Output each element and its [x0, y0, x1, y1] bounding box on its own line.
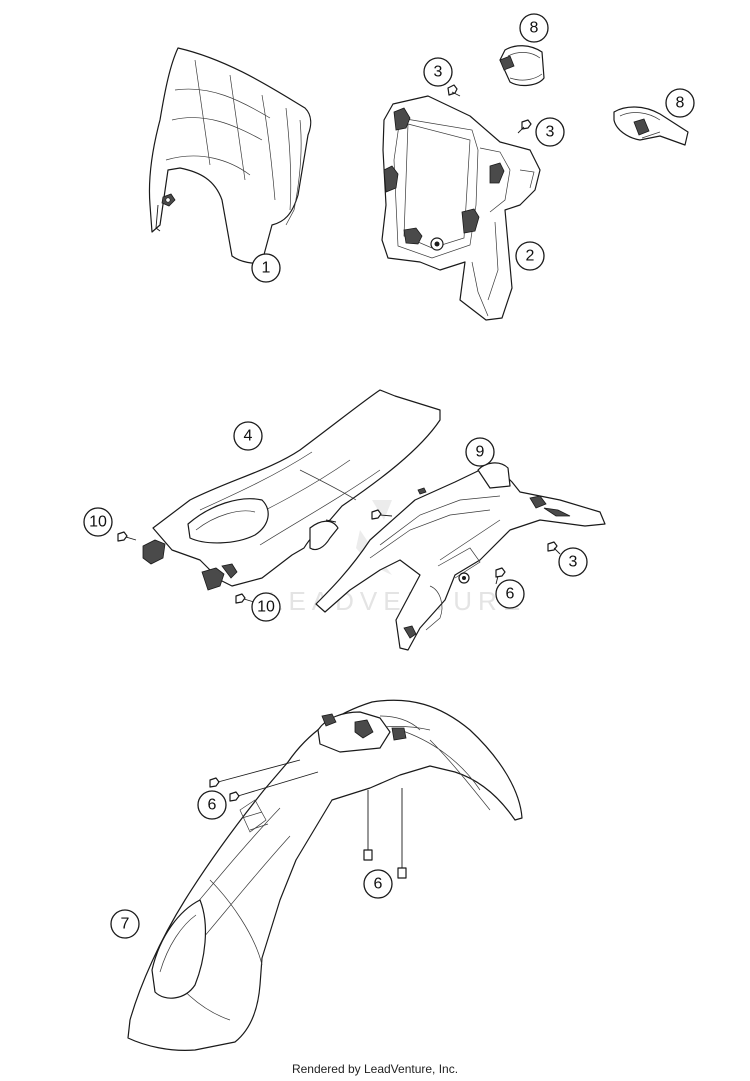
- callout-6b: 6: [197, 790, 227, 820]
- screw-6c: [363, 788, 407, 879]
- screw-3b: [517, 119, 532, 134]
- screw-6a: [495, 567, 506, 585]
- callout-6c-label: 6: [374, 876, 383, 893]
- rear-fender: [142, 389, 441, 591]
- screw-9-top: [371, 509, 393, 520]
- callout-6b-label: 6: [208, 797, 217, 814]
- screw-10a: [117, 531, 137, 542]
- headlight-bracket: [381, 95, 541, 321]
- screw-3a: [447, 84, 461, 97]
- callout-6c: 6: [363, 869, 393, 899]
- front-fender: [127, 699, 523, 1051]
- callout-9-label: 9: [476, 444, 485, 461]
- callout-6a: 6: [495, 579, 525, 609]
- callout-3b-label: 3: [546, 124, 555, 141]
- callout-10b: 10: [251, 592, 281, 622]
- callout-8a-label: 8: [530, 20, 539, 37]
- callout-10b-label: 10: [257, 599, 275, 616]
- callout-8a: 8: [519, 13, 549, 43]
- watermark-text: LEADVENTURE: [268, 586, 526, 616]
- callout-1: 1: [251, 253, 281, 283]
- callout-3c-label: 3: [569, 554, 578, 571]
- callout-3b: 3: [535, 117, 565, 147]
- callout-10a: 10: [83, 507, 113, 537]
- callout-3c: 3: [558, 547, 588, 577]
- callout-7: 7: [110, 909, 140, 939]
- callout-2: 2: [515, 241, 545, 271]
- callout-6a-label: 6: [506, 586, 515, 603]
- callout-8b-label: 8: [676, 95, 685, 112]
- screw-3c: [547, 541, 561, 555]
- callout-1-label: 1: [262, 260, 271, 277]
- callout-2-label: 2: [526, 248, 535, 265]
- callout-3a: 3: [423, 57, 453, 87]
- clamp-8a: [499, 45, 545, 87]
- clamp-8b: [613, 106, 689, 146]
- callout-7-label: 7: [121, 916, 130, 933]
- callout-4-label: 4: [244, 428, 253, 445]
- screw-10b: [235, 593, 255, 604]
- screw-6b: [209, 759, 319, 802]
- callout-10a-label: 10: [89, 514, 107, 531]
- callout-8b: 8: [665, 88, 695, 118]
- headlight-mask: [148, 47, 312, 264]
- subframe-panel: [315, 462, 606, 651]
- callout-9: 9: [465, 437, 495, 467]
- callout-4: 4: [233, 421, 263, 451]
- callout-3a-label: 3: [434, 64, 443, 81]
- footer-credit: Rendered by LeadVenture, Inc.: [291, 1062, 459, 1076]
